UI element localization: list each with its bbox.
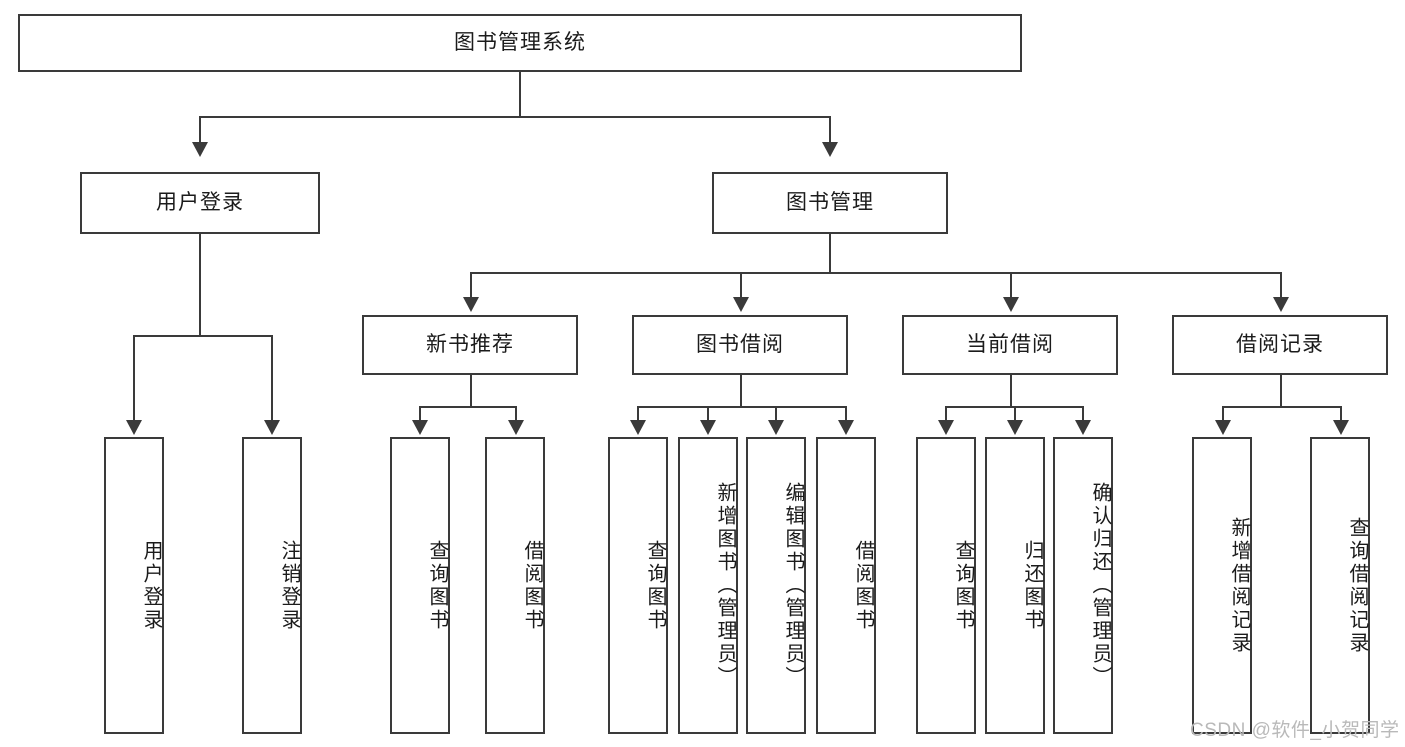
leaf-edit-book-admin[interactable]: 编辑图书（管理员） [746,437,806,734]
node-label: 注销登录 [278,539,300,632]
arrowhead-user-login-to-leaf-1 [126,420,142,435]
connector-new-books-to-leaf-2 [515,406,517,422]
node-label: 图书管理系统 [454,30,586,54]
node-label: 新增图书（管理员） [714,482,736,689]
connector-current-to-leaf-1 [945,406,947,422]
csdn-watermark: CSDN @软件_小贺同学 [1190,720,1400,741]
node-label: 图书借阅 [696,332,784,356]
arrowhead-new-books-to-leaf-2 [508,420,524,435]
connector-new-books-stem [470,375,472,406]
connector-new-books-to-leaf-1 [419,406,421,422]
connector-current-to-leaf-2 [1014,406,1016,422]
leaf-query-books-borrow[interactable]: 查询图书 [608,437,668,734]
node-label: 查询图书 [426,539,448,632]
connector-records-bus [1222,406,1340,408]
node-book-management[interactable]: 图书管理 [712,172,948,234]
connector-root-stem [519,72,521,116]
node-label: 归还图书 [1021,539,1043,632]
leaf-query-books-recommend[interactable]: 查询图书 [390,437,450,734]
connector-records-to-leaf-2 [1340,406,1342,422]
connector-borrow-to-leaf-2 [707,406,709,422]
arrowhead-book-mgmt-to-current [1003,297,1019,312]
connector-book-mgmt-to-records [1280,272,1282,299]
connector-root-bus [199,116,831,118]
connector-current-stem [1010,375,1012,406]
arrowhead-borrow-to-leaf-1 [630,420,646,435]
leaf-query-borrow-record[interactable]: 查询借阅记录 [1310,437,1370,734]
node-label: 新书推荐 [426,332,514,356]
connector-user-login-to-leaf-1 [133,335,135,422]
leaf-add-borrow-record[interactable]: 新增借阅记录 [1192,437,1252,734]
connector-book-mgmt-to-borrow [740,272,742,299]
connector-current-bus [945,406,1082,408]
arrowhead-current-to-leaf-1 [938,420,954,435]
connector-borrow-to-leaf-4 [845,406,847,422]
arrowhead-records-to-leaf-2 [1333,420,1349,435]
node-label: 查询图书 [952,539,974,632]
node-label: 编辑图书（管理员） [782,482,804,689]
arrowhead-records-to-leaf-1 [1215,420,1231,435]
leaf-add-book-admin[interactable]: 新增图书（管理员） [678,437,738,734]
arrowhead-book-mgmt-to-borrow [733,297,749,312]
node-user-login[interactable]: 用户登录 [80,172,320,234]
connector-book-mgmt-to-new-books [470,272,472,299]
arrowhead-borrow-to-leaf-3 [768,420,784,435]
leaf-query-books-current[interactable]: 查询图书 [916,437,976,734]
node-book-borrow[interactable]: 图书借阅 [632,315,848,375]
arrowhead-root-to-book-mgmt [822,142,838,157]
node-label: 图书管理 [786,190,874,214]
connector-current-to-leaf-3 [1082,406,1084,422]
leaf-return-books[interactable]: 归还图书 [985,437,1045,734]
node-label: 当前借阅 [966,332,1054,356]
connector-borrow-stem [740,375,742,406]
arrowhead-root-to-user-login [192,142,208,157]
arrowhead-borrow-to-leaf-4 [838,420,854,435]
node-label: 查询图书 [644,539,666,632]
leaf-confirm-return-admin[interactable]: 确认归还（管理员） [1053,437,1113,734]
node-current-borrow[interactable]: 当前借阅 [902,315,1118,375]
connector-user-login-stem [199,234,201,335]
node-label: 借阅图书 [852,539,874,632]
connector-book-mgmt-bus [470,272,1280,274]
connector-borrow-bus [637,406,845,408]
node-new-book-recommend[interactable]: 新书推荐 [362,315,578,375]
arrowhead-current-to-leaf-3 [1075,420,1091,435]
node-label: 确认归还（管理员） [1089,482,1111,689]
leaf-borrow-books-recommend[interactable]: 借阅图书 [485,437,545,734]
connector-records-to-leaf-1 [1222,406,1224,422]
connector-new-books-bus [419,406,515,408]
connector-borrow-to-leaf-1 [637,406,639,422]
connector-book-mgmt-to-current [1010,272,1012,299]
arrowhead-book-mgmt-to-records [1273,297,1289,312]
node-label: 借阅记录 [1236,332,1324,356]
arrowhead-book-mgmt-to-new-books [463,297,479,312]
connector-root-to-book-mgmt [829,116,831,144]
connector-book-mgmt-stem [829,234,831,272]
node-label: 用户登录 [156,190,244,214]
arrowhead-new-books-to-leaf-1 [412,420,428,435]
node-borrow-records[interactable]: 借阅记录 [1172,315,1388,375]
arrowhead-current-to-leaf-2 [1007,420,1023,435]
node-root-system[interactable]: 图书管理系统 [18,14,1022,72]
leaf-user-login[interactable]: 用户登录 [104,437,164,734]
connector-user-login-to-leaf-2 [271,335,273,422]
node-label: 查询借阅记录 [1346,516,1368,655]
connector-borrow-to-leaf-3 [775,406,777,422]
node-label: 用户登录 [140,539,162,632]
node-label: 新增借阅记录 [1228,516,1250,655]
arrowhead-user-login-to-leaf-2 [264,420,280,435]
leaf-logout[interactable]: 注销登录 [242,437,302,734]
arrowhead-borrow-to-leaf-2 [700,420,716,435]
connector-user-login-bus [133,335,273,337]
connector-records-stem [1280,375,1282,406]
leaf-borrow-books-borrow[interactable]: 借阅图书 [816,437,876,734]
connector-root-to-user-login [199,116,201,144]
node-label: 借阅图书 [521,539,543,632]
